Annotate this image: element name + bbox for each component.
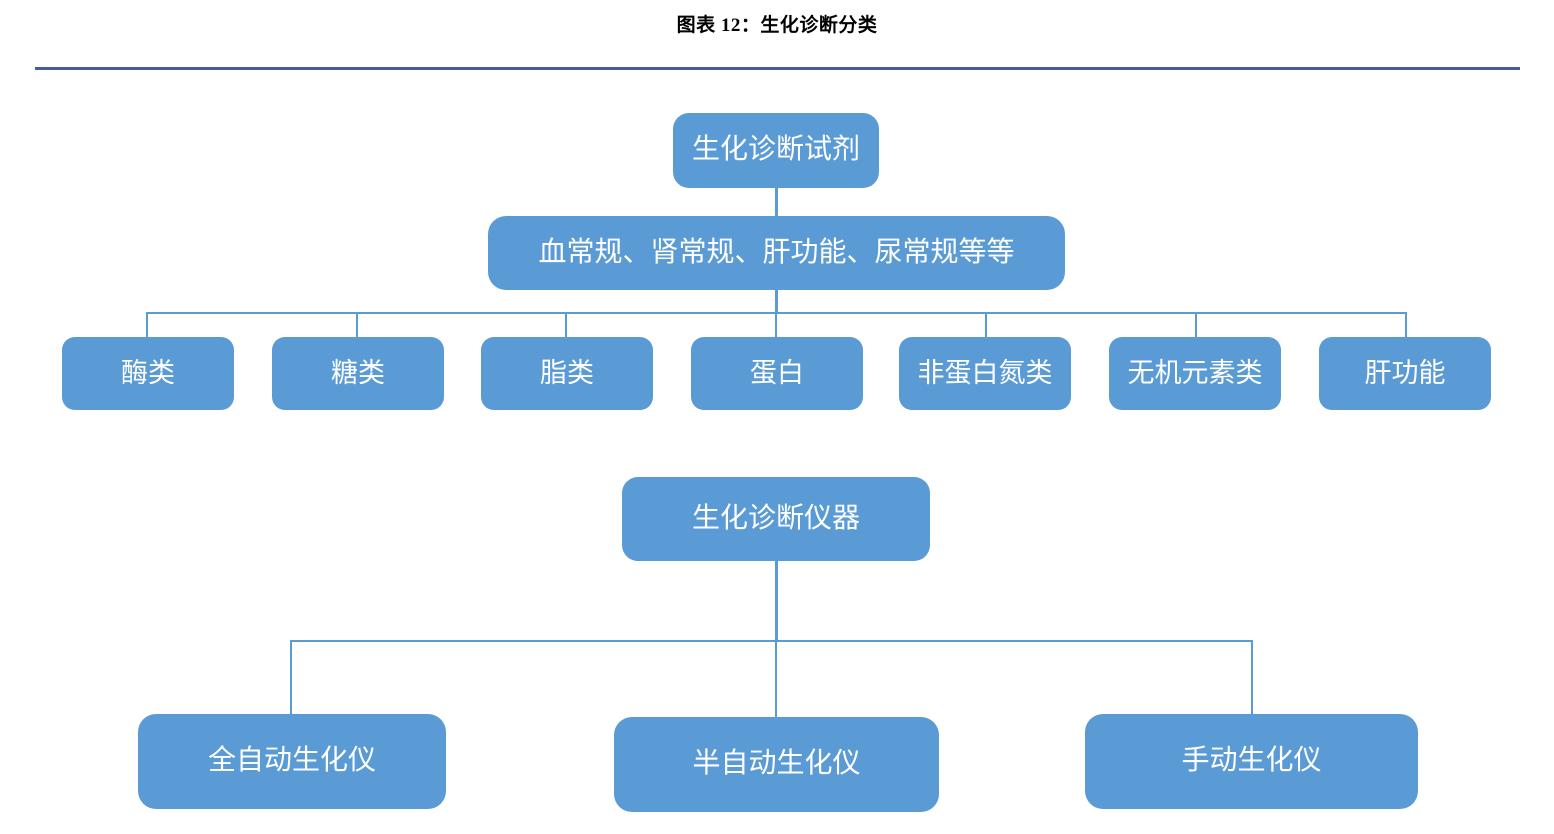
node-reagent-root[interactable]: 生化诊断试剂 [673,113,879,188]
connector-drop-category-6 [1195,312,1197,338]
connector-drop-category-7 [1405,312,1407,338]
node-category-sugars[interactable]: 糖类 [272,337,444,410]
node-instrument-full-auto[interactable]: 全自动生化仪 [138,714,446,809]
connector-instrument-bus [290,640,1253,642]
connector-drop-instrument-3 [1251,640,1253,714]
node-category-liver-function[interactable]: 肝功能 [1319,337,1491,410]
title-divider [35,67,1520,70]
connector-drop-category-1 [146,312,148,338]
node-category-lipids[interactable]: 脂类 [481,337,653,410]
node-category-inorganic-elements[interactable]: 无机元素类 [1109,337,1281,410]
node-reagent-subtitle[interactable]: 血常规、肾常规、肝功能、尿常规等等 [488,216,1065,290]
connector-drop-instrument-2 [775,640,777,717]
node-instrument-manual[interactable]: 手动生化仪 [1085,714,1418,809]
node-instrument-root[interactable]: 生化诊断仪器 [622,477,930,561]
node-category-nonprotein-nitrogen[interactable]: 非蛋白氮类 [899,337,1071,410]
connector-reagent-root-to-subtitle [775,188,778,216]
node-category-enzymes[interactable]: 酶类 [62,337,234,410]
connector-drop-category-5 [985,312,987,338]
node-category-protein[interactable]: 蛋白 [691,337,863,410]
node-instrument-semi-auto[interactable]: 半自动生化仪 [614,717,939,812]
connector-drop-category-3 [565,312,567,338]
connector-drop-instrument-1 [290,640,292,714]
connector-subtitle-stem [775,290,778,313]
page-title: 图表 12：生化诊断分类 [676,15,878,36]
connector-drop-category-2 [356,312,358,338]
connector-instrument-stem [775,561,778,640]
connector-drop-category-4 [775,312,777,338]
